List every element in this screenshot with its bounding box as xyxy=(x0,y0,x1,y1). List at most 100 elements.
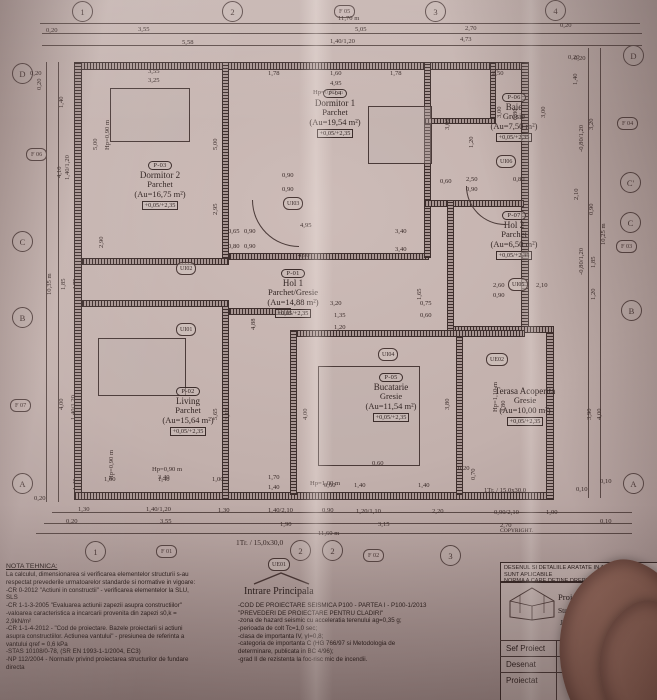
grid-bubble-2-bottom: 2 xyxy=(290,540,311,561)
joinery-mark-ui04: UI04 xyxy=(378,348,399,361)
joinery-mark-ui02: UI02 xyxy=(176,262,197,275)
dim-b3-1-40d: 1,40 xyxy=(418,482,430,489)
grid-bubble-2b-bottom: 2 xyxy=(322,540,343,561)
room-tag-p07: P-07 xyxy=(502,211,526,221)
dim-bot-1-40-1-20: 1,40/1,20 xyxy=(146,506,171,513)
joinery-mark-ue01: UE01 xyxy=(268,558,290,571)
dim-right-neg-0-80b: -0,80/1,20 xyxy=(578,247,585,275)
dim-int-0-80: 0,80 xyxy=(228,243,240,250)
joinery-mark-ui03: UI03 xyxy=(283,197,304,210)
dim-int-0-90: 0,90 xyxy=(244,228,256,235)
dim-int-0-95: 0,75 xyxy=(420,300,432,307)
dim-int-0-20-terasa: 0,20 xyxy=(458,465,470,472)
room-label-hol-1: P-01 Hol 1 Parchet/Gresie (Au=14,88 m²) … xyxy=(238,268,348,319)
dim-top-0-20: 0,20 xyxy=(46,27,58,34)
titleblock-disclaimer: DESENUL SI DETALIILE ARATATE IN ACEST DE… xyxy=(500,562,657,584)
wall-left-outer xyxy=(74,62,82,500)
dim-int-3-20: 3,20 xyxy=(330,300,342,307)
dim-bot-1-00: 1,00 xyxy=(546,509,558,516)
technical-notes-line-4: -CR 1-1-3-2005 "Evaluarea actiunii zapez… xyxy=(6,602,183,610)
dim-top-1-40-1-20: 1,40/1,20 xyxy=(330,38,355,45)
room-area-dormitor-2: (Au=16,75 m²) xyxy=(134,188,186,199)
dim-top-small-3-25: 3,25 xyxy=(148,77,160,84)
dim-right-3-90: 3,90 xyxy=(586,408,593,420)
dim-bot-0-90: 0,90 xyxy=(322,507,334,514)
room-name-terasa: Terasa Acoperita xyxy=(494,386,556,396)
technical-notes-line-6: 2,9kN/m² xyxy=(6,617,32,625)
dim-right-2-10: 2,10 xyxy=(573,188,580,200)
dim-int-5-65: 5,65 xyxy=(212,408,219,420)
dim-int-1-65: 1,65 xyxy=(416,288,423,300)
joinery-mark-ui06: UI06 xyxy=(496,155,517,168)
dim-left-0-20b: 0,20 xyxy=(34,495,46,502)
dim-b3-1-40b: 1,40 xyxy=(268,484,280,491)
grid-bubble-c-left: C xyxy=(12,231,33,252)
dim-int-0-90f: 0,90 xyxy=(466,186,478,193)
stair-note-plan: 1Tr. / 15,0x30,0 xyxy=(484,487,527,494)
room-tag-p04: P-04 xyxy=(323,89,347,99)
room-tag-p03: P-03 xyxy=(148,161,172,171)
dim-top-small-3-55: 3,55 xyxy=(148,68,160,75)
dim-int-hp100: Hp=1,00 m xyxy=(310,480,341,487)
technical-notes-line-7: -CR 1-1-4-2012 - "Cod de proiectare. Baz… xyxy=(6,625,183,633)
room-label-baie: P-06 Baie Gresie (Au=7,50 m²) +0,05/+2,3… xyxy=(470,92,558,143)
dim-int-0-80b: 0,80 xyxy=(513,176,525,183)
dim-int-1-10: 1,20 xyxy=(468,136,475,148)
dim-bot-2-20: 2,20 xyxy=(432,508,444,515)
dim-bot-1-20-1-10: 1,20/1,10 xyxy=(356,508,381,515)
stair-note-bottom: 1Tr. / 15,0x30,0 xyxy=(236,538,284,547)
titleblock-disclaimer-line-1: DESENUL SI DETALIILE ARATATE IN ACEST DE… xyxy=(504,565,640,578)
grid-bubble-4: 4 xyxy=(545,0,566,21)
room-area-living: (Au=15,64 m²) xyxy=(162,414,214,425)
seismic-notes-line-0: -COD DE PROIECTARE SEISMICA P100 - PARTE… xyxy=(238,602,427,609)
dim-right-0-20: 0,20 xyxy=(568,54,580,61)
dim-b3-0-60: 0,60 xyxy=(324,482,336,489)
dim-right-3-20: 3,20 xyxy=(588,118,595,130)
dim-left-1-85: 1,85 xyxy=(60,278,67,290)
room-label-terasa: Terasa Acoperita Gresie (Au=10,00 m²) +0… xyxy=(466,386,584,427)
room-name-baie: Baie xyxy=(505,102,523,113)
room-level-hol-1: +0,05/+2,35 xyxy=(274,309,312,319)
entrance-label: Intrare Principala xyxy=(244,586,314,597)
dim-bot-1-90: 1,90 xyxy=(280,521,292,528)
dim-left-0-20: 0,20 xyxy=(36,78,43,90)
dim-top-0-20-right: 0,20 xyxy=(560,22,572,29)
furniture-bed-dormitor1 xyxy=(368,106,432,164)
dim-left-4-00: 4,00 xyxy=(58,398,65,410)
room-label-bucatarie: P-05 Bucatarie Gresie (Au=11,54 m²) +0,0… xyxy=(332,372,450,423)
dim-int-3-10: 3,10 xyxy=(224,408,231,420)
dim-int-0-90e: 0,90 xyxy=(282,186,294,193)
dim-int-3-40c: 3,40 xyxy=(158,474,170,481)
dim-top-5-58: 5,58 xyxy=(182,39,194,46)
dim-bot-2-70: 2,70 xyxy=(500,522,512,529)
wall-baie-sep xyxy=(424,118,496,124)
dim-top-1-60: 1,60 xyxy=(330,70,342,77)
technical-notes-line-5: -valoarea caracteristica a incarcarii pr… xyxy=(6,609,177,617)
dim-int-1-20: 1,20 xyxy=(334,324,346,331)
technical-notes-block: NOTA TEHNICA: La calculul, dimensionarea… xyxy=(6,563,234,671)
foundation-mark-f06: F 06 xyxy=(26,148,48,161)
dim-top-1-78: 1,78 xyxy=(268,70,280,77)
dim-right-1-20: 1,20 xyxy=(590,288,597,300)
technical-notes-line-11: -NP 112/2004 - Normativ privind proiecta… xyxy=(6,655,189,663)
technical-notes-line-9: vantului qref = 0,6 kPa xyxy=(6,640,68,648)
dim-right-1-40: 1,40 xyxy=(572,73,579,85)
room-finish-bucatarie: Gresie xyxy=(379,391,403,402)
wall-hol1-bottom xyxy=(229,308,291,315)
titleblock-row-sef-proiect: Sef Proiect xyxy=(506,644,546,653)
dim-int-hp110: Hp=1,10 m xyxy=(492,381,499,412)
room-level-dormitor-1: +0,05/+2,35 xyxy=(316,129,354,139)
dim-top-2-70: 2,70 xyxy=(465,25,477,32)
seismic-notes-line-5: -categoria de importanta C (HG 766/97 si… xyxy=(238,640,396,648)
dim-bot-0-20: 0,20 xyxy=(66,518,78,525)
dim-b3-1-70: 1,70 xyxy=(268,474,280,481)
grid-bubble-d-left: D xyxy=(12,63,33,84)
joinery-mark-ui05: UI05 xyxy=(508,278,529,291)
dim-int-3-80: 3,80 xyxy=(444,398,451,410)
grid-bubble-1-bottom: 1 xyxy=(85,541,106,562)
room-name-hol-1: Hol 1 xyxy=(282,278,304,289)
dim-int-0-90c: 0,90 xyxy=(493,292,505,299)
grid-bubble-a-left: A xyxy=(12,473,33,494)
dim-top-1-78b: 1,78 xyxy=(390,70,402,77)
wall-bottom-outer xyxy=(74,492,554,500)
